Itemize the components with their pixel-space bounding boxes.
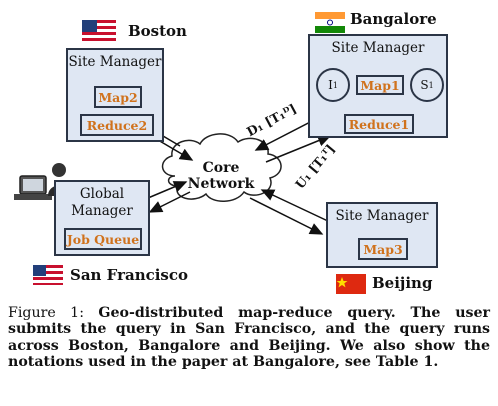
bangalore-site-manager-title: Site Manager [331, 40, 425, 56]
beijing-site-manager-box: Site Manager Map3 [326, 202, 438, 268]
edge-core-to-bangalore [265, 134, 332, 163]
beijing-city-label: Beijing [372, 274, 433, 292]
boston-reduce-task: Reduce2 [80, 114, 154, 136]
core-network-line2: Network [187, 176, 255, 192]
boston-site-manager-title: Site Manager [68, 54, 162, 70]
bangalore-map-task: Map1 [356, 75, 404, 95]
india-flag-icon [315, 12, 345, 33]
edge-bangalore-to-core [254, 117, 319, 151]
edge-core-to-sf [148, 191, 191, 213]
core-network-label: Core Network [186, 160, 256, 192]
edge-beijing-to-core [260, 189, 331, 223]
edge-core-to-beijing [249, 197, 324, 235]
output-circle-subscript: 1 [428, 80, 434, 90]
bangalore-reduce-task: Reduce1 [344, 114, 414, 134]
input-circle-subscript: 1 [332, 80, 338, 90]
output-circle-letter: S [420, 78, 429, 92]
boston-site-manager-box: Site Manager Map2 Reduce2 [66, 48, 164, 142]
boston-map-task: Map2 [94, 86, 142, 108]
global-manager-box: Global Manager Job Queue [54, 180, 150, 256]
figure-caption-prefix: Figure 1: [8, 305, 84, 321]
beijing-map-task: Map3 [358, 238, 408, 260]
us-flag-icon [33, 265, 63, 285]
beijing-site-manager-title: Site Manager [335, 208, 429, 224]
bangalore-city-label: Bangalore [350, 10, 437, 28]
global-manager-title-line2: Manager [71, 203, 133, 219]
edge-sf-to-core [147, 181, 188, 199]
figure-caption-text: Geo-distributed map-reduce query. The us… [8, 305, 490, 371]
china-flag-icon [336, 274, 366, 294]
global-manager-title-line1: Global [79, 186, 125, 202]
job-queue: Job Queue [64, 228, 142, 250]
edge-boston-to-core [157, 139, 194, 161]
us-flag-icon [82, 20, 116, 42]
input-circle-letter: I [328, 78, 333, 92]
core-network-line1: Core [202, 160, 240, 176]
figure-caption: Figure 1: Geo-distributed map-reduce que… [8, 305, 490, 371]
sanfrancisco-city-label: San Francisco [70, 266, 189, 284]
boston-city-label: Boston [128, 22, 187, 40]
